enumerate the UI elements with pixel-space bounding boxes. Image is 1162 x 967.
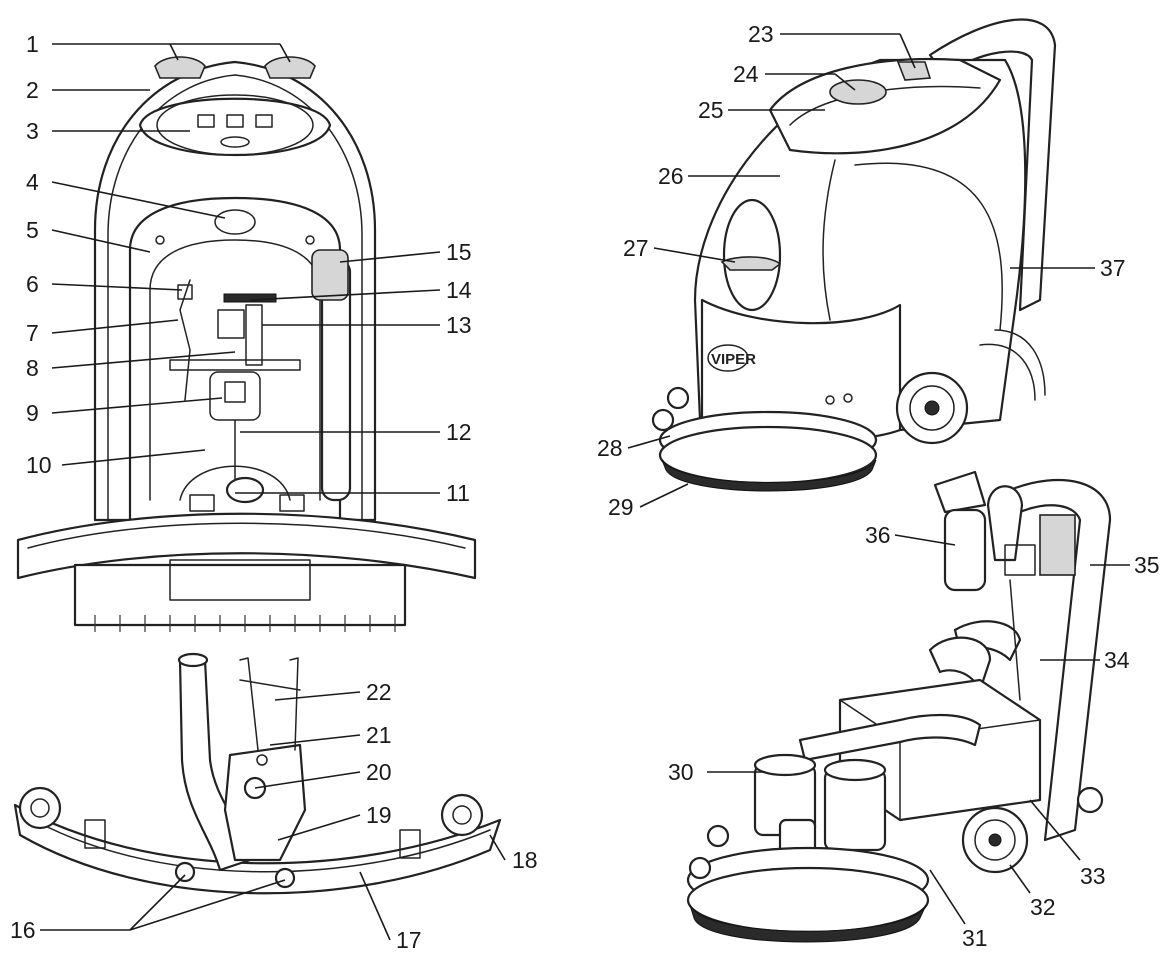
internal-view — [686, 470, 1112, 943]
callout-22: 22 — [366, 679, 392, 705]
callout-27: 27 — [623, 235, 649, 261]
callout-26: 26 — [658, 163, 684, 189]
callout-20: 20 — [366, 759, 392, 785]
callout-18: 18 — [512, 847, 538, 873]
callout-numbers: 1 2 3 4 5 6 7 8 9 10 11 12 13 14 15 16 1… — [10, 21, 1160, 953]
callout-25: 25 — [698, 97, 724, 123]
callout-4: 4 — [26, 169, 39, 195]
callout-21: 21 — [366, 722, 392, 748]
callout-11: 11 — [446, 480, 470, 506]
callout-5: 5 — [26, 217, 39, 243]
callout-13: 13 — [446, 312, 472, 338]
callout-34: 34 — [1104, 647, 1130, 673]
front-view: VIPER — [651, 18, 1057, 492]
callout-28: 28 — [597, 435, 623, 461]
callout-10: 10 — [26, 452, 52, 478]
callout-7: 7 — [26, 320, 39, 346]
callout-3: 3 — [26, 118, 39, 144]
callout-12: 12 — [446, 419, 472, 445]
squeegee-view — [13, 652, 502, 895]
callout-2: 2 — [26, 77, 39, 103]
callout-14: 14 — [446, 277, 472, 303]
callout-19: 19 — [366, 802, 392, 828]
callout-36: 36 — [865, 522, 891, 548]
callout-33: 33 — [1080, 863, 1106, 889]
callout-31: 31 — [962, 925, 988, 951]
rear-brush-bristles — [94, 615, 396, 632]
callout-6: 6 — [26, 271, 39, 297]
callout-32: 32 — [1030, 894, 1056, 920]
callout-35: 35 — [1134, 552, 1160, 578]
callout-16: 16 — [10, 917, 36, 943]
viper-logo: VIPER — [711, 351, 756, 368]
callout-30: 30 — [668, 759, 694, 785]
callout-17: 17 — [396, 927, 422, 953]
callout-29: 29 — [608, 494, 634, 520]
callout-9: 9 — [26, 400, 39, 426]
callout-1: 1 — [26, 31, 39, 57]
callout-15: 15 — [446, 239, 472, 265]
rear-view — [16, 56, 477, 632]
callout-37: 37 — [1100, 255, 1126, 281]
callout-23: 23 — [748, 21, 774, 47]
leader-lines — [40, 33, 1130, 941]
callout-24: 24 — [733, 61, 759, 87]
callout-8: 8 — [26, 355, 39, 381]
